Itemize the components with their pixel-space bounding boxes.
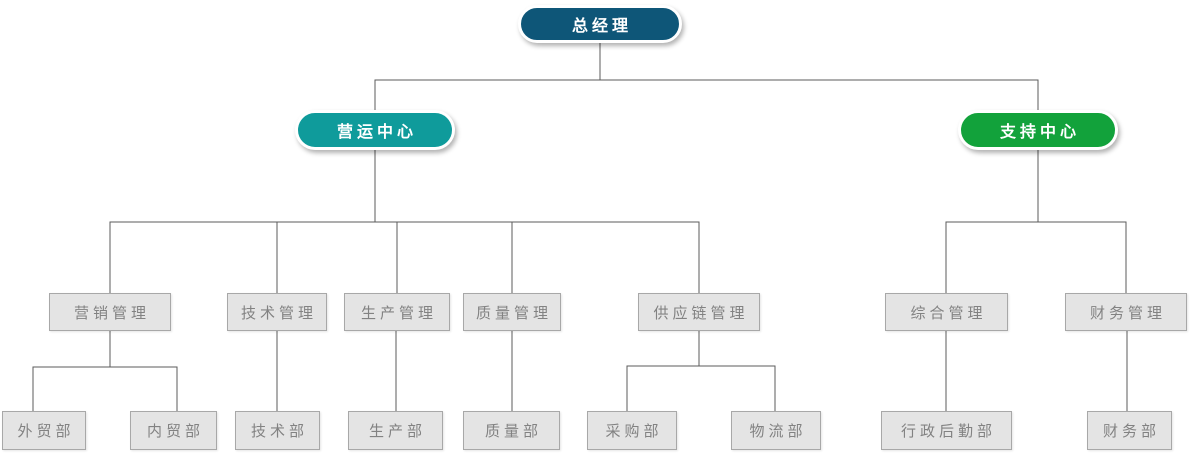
node-purchasing-dept[interactable]: 采购部 bbox=[587, 411, 677, 450]
node-technology-management[interactable]: 技术管理 bbox=[227, 293, 327, 331]
node-general-affairs-management[interactable]: 综合管理 bbox=[885, 293, 1008, 331]
node-foreign-trade-dept[interactable]: 外贸部 bbox=[2, 411, 86, 450]
node-production-dept[interactable]: 生产部 bbox=[348, 411, 443, 450]
node-operations-center[interactable]: 营运中心 bbox=[295, 110, 455, 150]
node-quality-management[interactable]: 质量管理 bbox=[463, 293, 561, 331]
node-support-center[interactable]: 支持中心 bbox=[958, 110, 1118, 150]
node-general-manager[interactable]: 总经理 bbox=[518, 5, 682, 43]
node-logistics-dept[interactable]: 物流部 bbox=[731, 411, 821, 450]
node-quality-dept[interactable]: 质量部 bbox=[463, 411, 560, 450]
node-marketing-management[interactable]: 营销管理 bbox=[49, 293, 171, 331]
node-production-management[interactable]: 生产管理 bbox=[344, 293, 450, 331]
node-technology-dept[interactable]: 技术部 bbox=[235, 411, 320, 450]
node-admin-logistics-dept[interactable]: 行政后勤部 bbox=[881, 411, 1012, 450]
node-finance-management[interactable]: 财务管理 bbox=[1065, 293, 1187, 331]
node-finance-dept[interactable]: 财务部 bbox=[1087, 411, 1172, 450]
node-domestic-trade-dept[interactable]: 内贸部 bbox=[130, 411, 217, 450]
node-supply-chain-management[interactable]: 供应链管理 bbox=[638, 293, 760, 331]
